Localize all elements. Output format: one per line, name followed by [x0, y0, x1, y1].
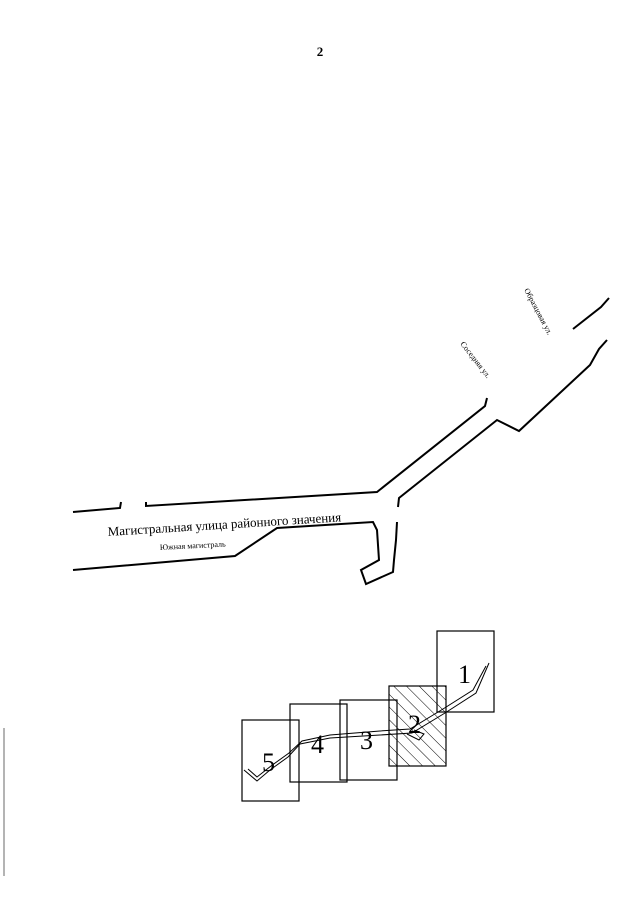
sheet-number-3: 3 — [360, 726, 373, 755]
branch-road-top-edge — [572, 297, 610, 330]
sheet-number-2: 2 — [408, 710, 421, 739]
main-street-label: Магистральная улица районного значения — [107, 509, 341, 539]
obraztsovaya-street-label: Образцовая ул. — [522, 287, 554, 337]
sheet-number-1: 1 — [458, 660, 471, 689]
street-plan — [72, 297, 610, 586]
main-street-lower-edge — [72, 520, 398, 586]
south-highway-label: Южная магистраль — [160, 540, 227, 552]
sheet-number-5: 5 — [262, 748, 275, 777]
sheet-number-4: 4 — [311, 730, 324, 759]
sheet-frame-5 — [241, 719, 300, 802]
sheet-scheme: 1 2 3 4 5 — [241, 630, 495, 802]
sheet-frame-2 — [388, 685, 447, 767]
route-line-inner — [247, 665, 487, 778]
sheet-frame-1 — [436, 630, 495, 713]
sheet-frame-3 — [339, 699, 398, 781]
main-street-upper-edge-left — [72, 501, 122, 513]
branch-road-left-edge — [397, 339, 608, 508]
route-loop — [406, 729, 425, 741]
page-number: 2 — [316, 44, 324, 59]
main-street-upper-edge — [145, 397, 488, 508]
sosednyaya-street-label: Соседняя ул. — [458, 340, 492, 380]
route-line — [243, 662, 490, 782]
sheet-frame-4 — [289, 703, 348, 783]
